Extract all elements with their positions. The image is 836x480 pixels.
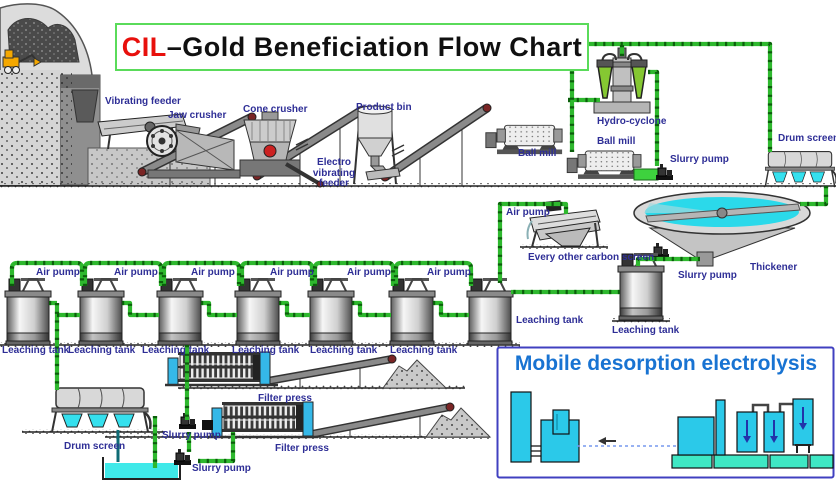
- label-slurry-pump-b2: Slurry pump: [192, 463, 251, 474]
- label-vibrating-feeder: Vibrating feeder: [105, 96, 181, 107]
- label-product-bin: Product bin: [356, 102, 412, 113]
- cone-crusher-graphic: [239, 111, 324, 188]
- leaching-tank-2: [77, 277, 125, 346]
- leaching-tank-3: [156, 277, 204, 346]
- leaching-tank-4: [234, 277, 282, 346]
- leaching-tank-5: [307, 277, 355, 346]
- chart-title-highlight: CIL: [121, 31, 167, 62]
- drum-screen-top-graphic: [764, 150, 836, 187]
- leaching-tank-1: [4, 277, 52, 346]
- label-leaching-tank-5: Leaching tank: [310, 345, 378, 356]
- label-air-pump-1: Air pump: [36, 267, 80, 278]
- electro-vibrating-feeder-graphic: [365, 167, 401, 181]
- label-ball-mill-2: Ball mill: [597, 136, 636, 147]
- conveyor-tailings-2: [311, 402, 455, 438]
- ball-mill-2-graphic: [566, 150, 642, 180]
- label-leaching-tank-3: Leaching tank: [142, 345, 210, 356]
- label-leaching-tank-2: Leaching tank: [68, 345, 136, 356]
- label-air-pump-3: Air pump: [191, 267, 235, 278]
- tailings-pile-1: [382, 359, 448, 389]
- label-filter-press-2: Filter press: [275, 443, 329, 454]
- label-hydro-cyclone: Hydro-cyclone: [597, 116, 667, 127]
- label-leaching-tank-7: Leaching tank: [516, 315, 584, 326]
- label-cone-crusher: Cone crusher: [243, 104, 308, 115]
- carbon-screen-graphic: [526, 200, 601, 248]
- label-leaching-tank-1: Leaching tank: [2, 345, 70, 356]
- inset-title: Mobile desorption electrolysis: [514, 352, 818, 375]
- filter-press-2-graphic: [202, 401, 318, 439]
- label-air-pump-4: Air pump: [270, 267, 314, 278]
- label-leaching-tank-6: Leaching tank: [390, 345, 458, 356]
- label-slurry-pump-top: Slurry pump: [670, 154, 729, 165]
- label-drum-screen-top: Drum screen: [778, 133, 836, 144]
- pipe-network: [9, 41, 829, 468]
- thickener-graphic: [633, 191, 811, 267]
- label-carbon-screen: Every other carbon screen: [528, 252, 655, 263]
- label-thickener: Thickener: [750, 262, 798, 273]
- electrolysis-equipment: [510, 391, 834, 469]
- chart-title-rest: –Gold Beneficiation Flow Chart: [166, 31, 583, 62]
- label-air-pump-screen: Air pump: [506, 207, 550, 218]
- label-air-pump-5: Air pump: [347, 267, 391, 278]
- product-bin-graphic: [353, 105, 397, 185]
- conveyor-tailings-1: [267, 354, 397, 388]
- label-slurry-pump-thickener: Slurry pump: [678, 270, 737, 281]
- label-drum-screen-bottom: Drum screen: [64, 441, 126, 452]
- label-filter-press-1: Filter press: [258, 393, 312, 404]
- excavator-icon: [2, 49, 43, 74]
- pool-graphic: [102, 457, 181, 480]
- label-air-pump-2: Air pump: [114, 267, 158, 278]
- slurry-pump-top-graphic: [633, 163, 674, 181]
- label-electro-vibrating-feeder: Electro vibrating feeder: [312, 157, 356, 189]
- label-leaching-tank-4: Leaching tank: [232, 345, 300, 356]
- electrolysis-inset: [496, 346, 835, 479]
- label-leaching-tank-8: Leaching tank: [612, 325, 680, 336]
- filter-press-1-graphic: [165, 351, 278, 387]
- tailings-pile-2: [425, 407, 492, 438]
- label-slurry-pump-b1: Slurry pump: [162, 430, 221, 441]
- label-jaw-crusher: Jaw crusher: [168, 110, 227, 121]
- leaching-tank-6: [388, 277, 436, 346]
- leaching-tank-7: [466, 277, 514, 346]
- label-air-pump-6: Air pump: [427, 267, 471, 278]
- chart-title: CIL–Gold Beneficiation Flow Chart: [115, 23, 589, 71]
- hydro-cyclone-graphic: [593, 47, 651, 114]
- drum-screen-bottom-graphic: [50, 386, 152, 434]
- label-ball-mill-1: Ball mill: [518, 148, 557, 159]
- slurry-pump-thickener-graphic: [651, 242, 670, 260]
